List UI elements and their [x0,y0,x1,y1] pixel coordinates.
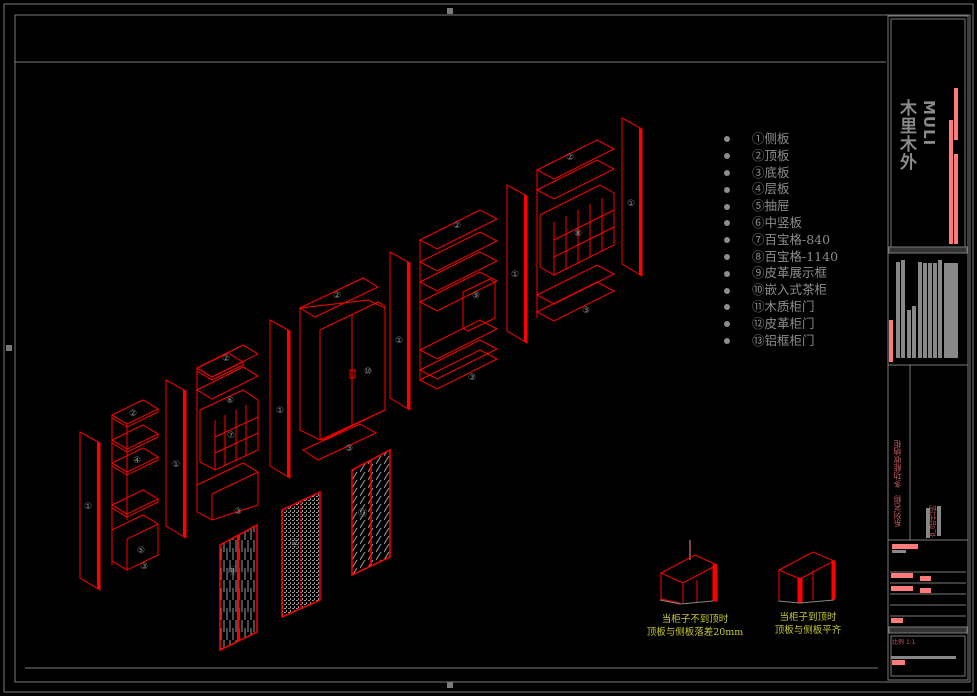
label-shelf: ④ [133,456,141,466]
label-bottom: ③ [468,373,476,383]
legend-item: ⑫皮革柜门 [724,316,838,333]
shelf-unit-5 [535,139,616,322]
note-line: 当柜子不到顶时 [661,614,729,625]
label-top: ② [222,354,230,364]
legend-label: ⑦百宝格-840 [752,231,831,247]
label-alu-door: ⑬ [358,508,367,519]
legend-label: ⑫皮革柜门 [752,315,815,331]
label-side: ① [84,502,92,512]
note-line: 顶板与侧板落差20mm [646,627,744,638]
legend-item: ③底板 [724,165,838,182]
label-top: ② [129,409,137,419]
label-bottom: ③ [140,562,148,572]
legend-item: ④层板 [724,181,838,198]
legend-label: ⑬铝框柜门 [752,332,815,348]
label-grid840: ⑦ [227,431,235,441]
legend-item: ⑨皮革展示框 [724,265,838,282]
legend-label: ①侧板 [752,131,790,146]
legend-item: ⑬铝框柜门 [724,333,838,350]
legend-item: ①侧板 [724,131,838,148]
note-line: 当柜子到顶时 [779,612,837,623]
series-value: 多功能收纳柜 [893,440,902,488]
label-bottom: ③ [234,507,242,517]
note-not-to-ceiling: 当柜子不到顶时 顶板与侧板落差20mm [640,613,750,639]
legend-label: ⑧百宝格-1140 [752,248,839,264]
label-bottom: ③ [582,306,590,316]
legend-label: ④层板 [752,181,790,197]
label-tea: ⑩ [364,367,372,377]
label-display: ⑨ [472,291,480,301]
label-side: ① [276,406,284,416]
bullet-icon [724,287,730,294]
scale-value: 1:1 [905,639,916,646]
bullet-icon [724,337,730,344]
drawing-frame [3,3,974,693]
code-label: 产品代码 [928,505,937,537]
bullet-icon [724,237,730,244]
wardrobe-unit [298,277,386,461]
legend-item: ⑥中竖板 [724,215,838,232]
bullet-icon [724,153,730,160]
door-aluminum [351,448,391,577]
door-wood [219,523,258,652]
legend-item: ⑩嵌入式茶柜 [724,282,838,299]
label-side: ① [627,199,635,209]
legend-item: ⑪木质柜门 [724,299,838,316]
part-labels: ① ① ① ① ① ① ② ② ② ② ② ④ ⑤ ③ ⑥ ⑦ ③ ⑩ ③ ⑨ … [84,153,635,577]
bullet-icon [724,203,730,210]
legend-label: ⑨皮革展示框 [752,265,828,281]
scale-label: 比例 [892,639,905,646]
brand-name-en: MULI [920,100,938,147]
title-block-bars [889,88,958,665]
label-side: ① [172,460,180,470]
door-leather [281,490,321,619]
legend-label: ②顶板 [752,147,790,163]
legend-item: ②顶板 [724,148,838,165]
label-grid1140: ⑧ [574,229,582,239]
bullet-icon [724,304,730,311]
label-side: ① [395,336,403,346]
label-side: ① [511,270,519,280]
label-drawer: ⑤ [137,546,145,556]
bullet-icon [724,186,730,193]
shelf-unit-2 [195,344,260,521]
shelf-unit-1 [111,399,159,571]
bullet-icon [724,253,730,260]
legend-item: ⑦百宝格-840 [724,232,838,249]
legend-label: ⑤抽屉 [752,198,790,214]
legend-item: ⑤抽屉 [724,198,838,215]
series-label: 系列名称 [893,495,902,527]
shelf-unit-4 [418,209,499,390]
legend-label: ⑩嵌入式茶柜 [752,282,828,298]
brand-name-cn: 木里木外 [900,99,917,173]
label-divider: ⑥ [226,396,234,406]
scale-field: 比例 1:1 [892,637,916,646]
label-top: ② [453,221,461,231]
detail-to-ceiling [777,551,836,604]
bullet-icon [724,136,730,143]
legend-label: ⑥中竖板 [752,214,803,230]
label-leather-door: ⑫ [290,538,299,549]
label-top: ② [566,153,574,163]
bullet-icon [724,169,730,176]
legend-item: ⑧百宝格-1140 [724,249,838,266]
legend-label: ③底板 [752,164,790,180]
detail-not-to-ceiling [659,540,719,605]
bullet-icon [724,220,730,227]
label-top: ② [333,291,341,301]
label-wood-door: ⑪ [228,566,237,577]
bullet-icon [724,321,730,328]
bullet-icon [724,270,730,277]
parts-legend: ①侧板 ②顶板 ③底板 ④层板 ⑤抽屉 ⑥中竖板 ⑦百宝格-840 ⑧百宝格-1… [724,131,838,349]
note-to-ceiling: 当柜子到顶时 顶板与侧板平齐 [758,611,858,637]
note-line: 顶板与侧板平齐 [774,625,842,636]
label-bottom: ③ [345,444,353,454]
legend-label: ⑪木质柜门 [752,298,815,314]
